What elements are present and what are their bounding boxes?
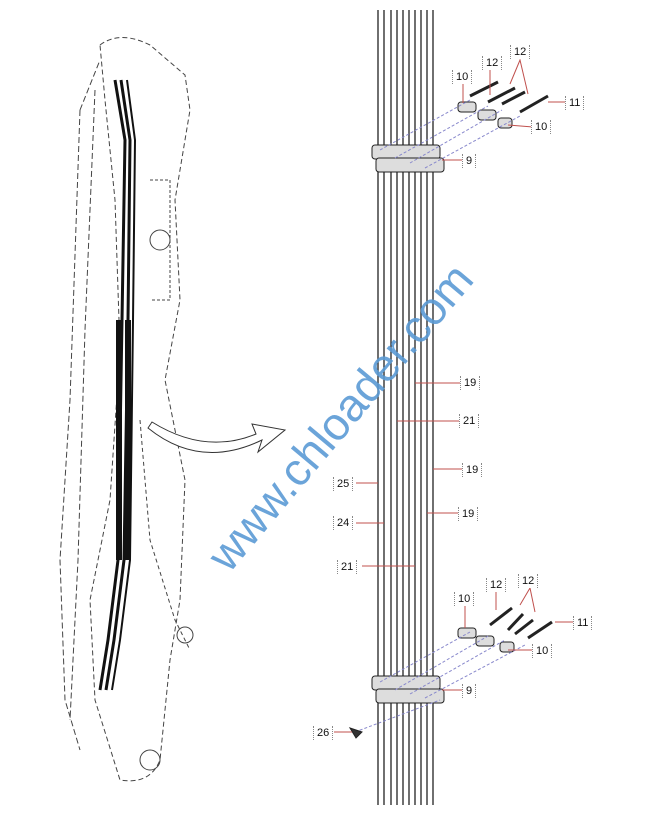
callout-11-bottom: 11	[573, 616, 593, 630]
callout-24: 24	[333, 516, 354, 530]
callout-19-b: 19	[462, 463, 483, 477]
boom-hoses	[98, 79, 137, 691]
callout-10-bottom: 10	[454, 592, 475, 606]
callout-12-top: 12	[482, 56, 503, 70]
pipe-bundle	[377, 10, 434, 805]
pointer-arrow	[147, 421, 287, 454]
callout-21-b: 21	[337, 560, 358, 574]
callout-25: 25	[333, 477, 354, 491]
callout-21-a: 21	[459, 414, 480, 428]
callout-10-bottom-right: 10	[532, 644, 553, 658]
callout-26: 26	[313, 726, 334, 740]
callout-19-a: 19	[460, 376, 481, 390]
callout-12-top-pair: 12	[510, 45, 531, 59]
callout-19-c: 19	[458, 507, 479, 521]
callout-12-bottom-pair: 12	[518, 574, 539, 588]
callout-11-top: 11	[565, 96, 585, 110]
callout-10-top-right: 10	[531, 120, 552, 134]
leader-lines	[334, 58, 575, 733]
clamp-assembly-bottom	[348, 606, 553, 739]
callout-9-top: 9	[462, 154, 477, 168]
boom-illustration	[59, 37, 194, 782]
clamp-assembly-top	[371, 80, 549, 173]
callout-10-top: 10	[452, 70, 473, 84]
callout-12-bottom: 12	[486, 578, 507, 592]
callout-9-bottom: 9	[462, 684, 477, 698]
